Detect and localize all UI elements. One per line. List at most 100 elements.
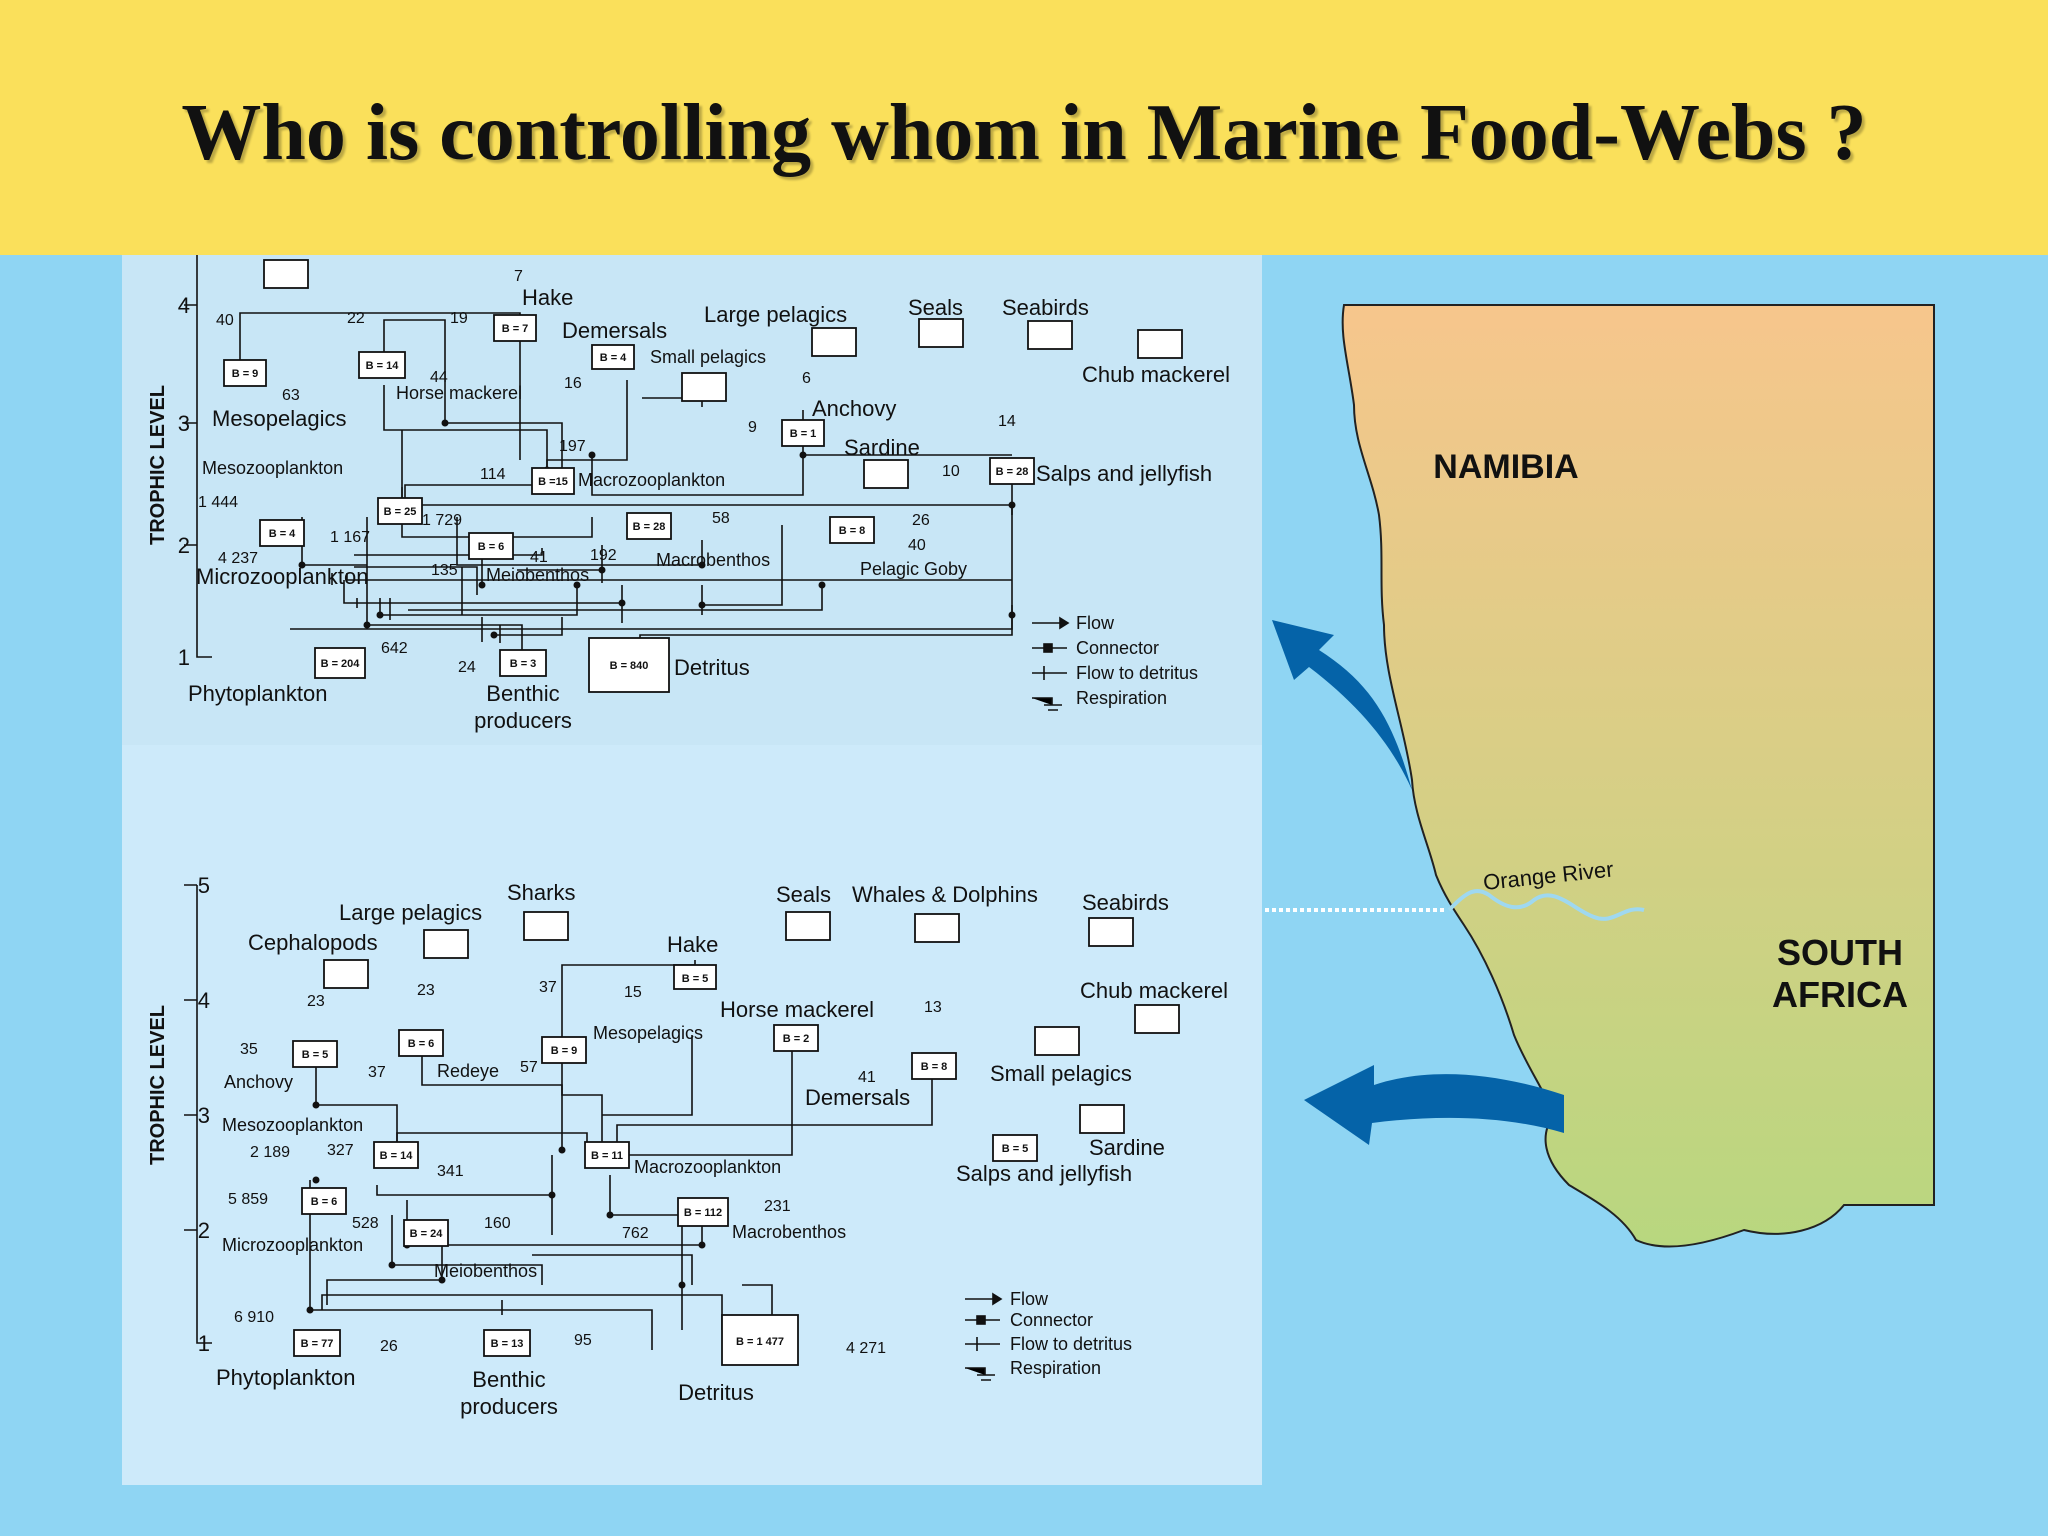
biomass-label: B = 3 bbox=[510, 658, 537, 670]
flow-value: 1 167 bbox=[330, 529, 370, 546]
flow-value: 197 bbox=[559, 438, 586, 455]
legend-flow-to-detritus: Flow to detritus bbox=[1076, 663, 1198, 683]
flow-value: 35 bbox=[240, 1041, 258, 1058]
biomass-label: B = 7 bbox=[502, 323, 529, 335]
group-label: Whales & Dolphins bbox=[852, 882, 1038, 907]
flow-value: 26 bbox=[380, 1338, 398, 1355]
group-label: Benthic bbox=[486, 681, 559, 706]
flow-value: 2 bbox=[178, 533, 190, 558]
flow-value: 327 bbox=[327, 1142, 354, 1159]
orange-river bbox=[1447, 889, 1645, 921]
legend-connector: Connector bbox=[1076, 638, 1159, 658]
group-label: Anchovy bbox=[224, 1072, 293, 1092]
flow-value: 26 bbox=[912, 512, 930, 529]
top-axis-label: TROPHIC LEVEL bbox=[147, 385, 169, 545]
flow-value: 10 bbox=[942, 463, 960, 480]
biomass-label: B = 204 bbox=[321, 658, 361, 670]
group-label: Chub mackerel bbox=[1080, 978, 1228, 1003]
group-label: Mesopelagics bbox=[212, 406, 347, 431]
flow-value: 5 bbox=[198, 873, 210, 898]
group-label: Small pelagics bbox=[990, 1061, 1132, 1086]
group-label: Demersals bbox=[562, 318, 667, 343]
group-label: Microzooplankton bbox=[196, 564, 368, 589]
group-label: Macrozooplankton bbox=[578, 470, 725, 490]
group-label: Large pelagics bbox=[339, 900, 482, 925]
flow-value: 3 bbox=[178, 411, 190, 436]
biomass-label: B = 11 bbox=[591, 1150, 623, 1162]
group-label: Meiobenthos bbox=[434, 1261, 537, 1281]
group-label: Detritus bbox=[678, 1380, 754, 1405]
legend-flow: Flow bbox=[1010, 1289, 1049, 1309]
flow-value: 135 bbox=[431, 562, 458, 579]
bottom-biomass-boxes bbox=[292, 964, 1038, 1366]
top-empty-compartments bbox=[263, 259, 1183, 489]
flow-value: 44 bbox=[430, 369, 448, 386]
biomass-label: B = 4 bbox=[269, 528, 296, 540]
flow-value: 40 bbox=[216, 312, 234, 329]
biomass-label: B = 5 bbox=[302, 1049, 329, 1061]
biomass-label: B =15 bbox=[538, 476, 568, 488]
flow-value: 23 bbox=[417, 982, 435, 999]
group-label: Mesozooplankton bbox=[202, 458, 343, 478]
namibia-label: NAMIBIA bbox=[1433, 448, 1578, 486]
south-africa-label: SOUTH bbox=[1777, 932, 1903, 973]
group-label: Large pelagics bbox=[704, 302, 847, 327]
biomass-label: B = 28 bbox=[633, 521, 666, 533]
biomass-label: B = 2 bbox=[783, 1033, 810, 1045]
biomass-label: B = 4 bbox=[600, 352, 627, 364]
legend-connector: Connector bbox=[1010, 1310, 1093, 1330]
flow-value: 41 bbox=[530, 549, 548, 566]
biomass-label: B = 24 bbox=[410, 1228, 444, 1240]
group-label: Anchovy bbox=[812, 396, 896, 421]
flow-value: 114 bbox=[480, 466, 506, 483]
bottom-empty-compartments bbox=[323, 911, 1180, 1134]
flow-value: 40 bbox=[908, 537, 926, 554]
flow-value: 95 bbox=[574, 1332, 592, 1349]
flow-value: 2 189 bbox=[250, 1144, 290, 1161]
flow-value: 24 bbox=[458, 659, 476, 676]
flow-value: 341 bbox=[437, 1163, 464, 1180]
group-label: Macrobenthos bbox=[732, 1222, 846, 1242]
biomass-label: B = 25 bbox=[384, 506, 417, 518]
biomass-label: B = 6 bbox=[478, 541, 505, 553]
biomass-label: B = 112 bbox=[684, 1207, 722, 1219]
top-axis-ticks: 4 3 2 1 bbox=[178, 293, 190, 670]
bottom-legend bbox=[965, 1292, 1003, 1381]
group-label: Hake bbox=[522, 285, 573, 310]
group-label: Benthic bbox=[472, 1367, 545, 1392]
group-label: Meiobenthos bbox=[486, 565, 589, 585]
group-label: Macrozooplankton bbox=[634, 1157, 781, 1177]
group-label: Macrobenthos bbox=[656, 550, 770, 570]
group-label: Seabirds bbox=[1082, 890, 1169, 915]
biomass-label: B = 14 bbox=[380, 1150, 414, 1162]
biomass-label: B = 6 bbox=[408, 1038, 435, 1050]
biomass-label: B = 1 bbox=[790, 428, 817, 440]
group-label: Horse mackerel bbox=[396, 383, 522, 403]
flow-value: 4 bbox=[178, 293, 190, 318]
group-label: Horse mackerel bbox=[720, 997, 874, 1022]
flow-value: 1 bbox=[178, 645, 190, 670]
group-label: producers bbox=[460, 1394, 558, 1419]
legend-respiration: Respiration bbox=[1076, 688, 1167, 708]
slide-title: Who is controlling whom in Marine Food-W… bbox=[181, 89, 1867, 177]
group-label: Sardine bbox=[1089, 1135, 1165, 1160]
flow-value: 57 bbox=[520, 1059, 538, 1076]
flow-value: 5 859 bbox=[228, 1191, 268, 1208]
top-biomass-labels: B = 9 B = 14 B = 7 B = 4 B = 1 B = 28 B … bbox=[232, 323, 1029, 672]
flow-value: 6 910 bbox=[234, 1309, 274, 1326]
group-label: Chub mackerel bbox=[1082, 362, 1230, 387]
group-label: Seabirds bbox=[1002, 295, 1089, 320]
biomass-label: B = 1 477 bbox=[736, 1336, 784, 1348]
biomass-label: B = 9 bbox=[551, 1045, 578, 1057]
bottom-flow-values: 23 23 37 15 13 35 37 57 41 2 189 327 341… bbox=[228, 979, 942, 1357]
flow-value: 15 bbox=[624, 984, 642, 1001]
flow-value: 1 729 bbox=[422, 512, 462, 529]
group-label: Demersals bbox=[805, 1085, 910, 1110]
flow-value: 3 bbox=[198, 1103, 210, 1128]
bottom-group-labels: Sharks Large pelagics Seals Whales & Dol… bbox=[216, 880, 1228, 1419]
group-label: Salps and jellyfish bbox=[1036, 461, 1212, 486]
group-label: Sardine bbox=[844, 435, 920, 460]
flow-value: 16 bbox=[564, 375, 582, 392]
flow-value: 63 bbox=[282, 387, 300, 404]
flow-value: 9 bbox=[748, 419, 757, 436]
